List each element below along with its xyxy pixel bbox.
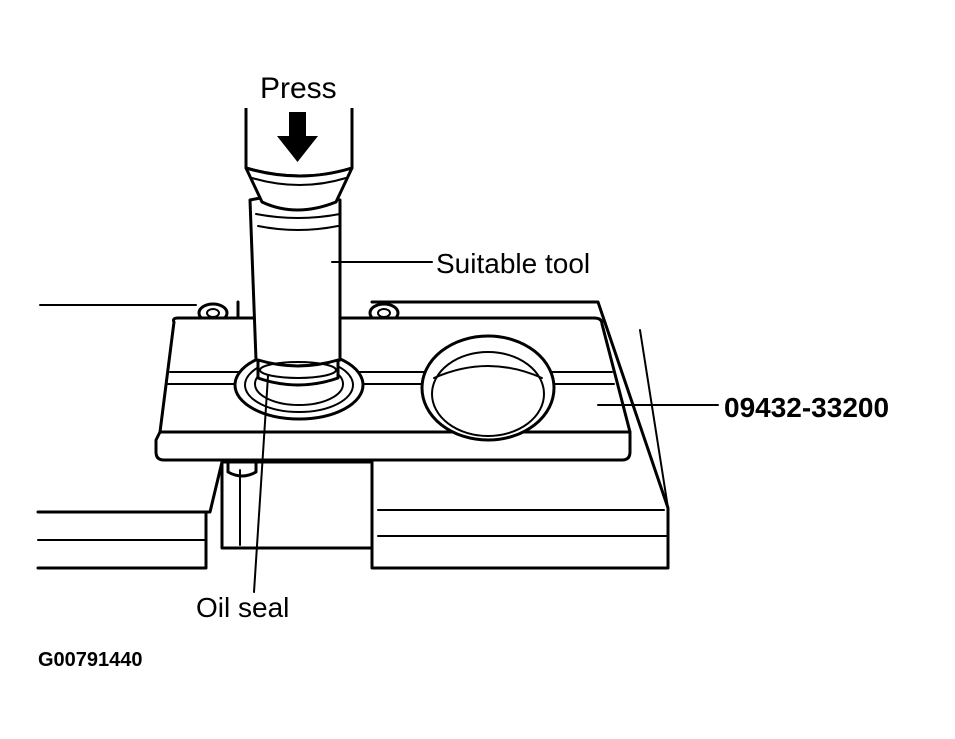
housing-block (36, 300, 670, 570)
press-label: Press (260, 72, 337, 105)
oil-seal-label: Oil seal (196, 592, 290, 623)
special-tool-number-label: 09432-33200 (724, 392, 890, 423)
arrow-down-icon (277, 112, 318, 162)
leader-lines (39, 261, 719, 593)
special-tool-plate (154, 316, 632, 462)
suitable-tool-drift (248, 193, 342, 387)
figure-code: G00791440 (38, 649, 143, 671)
suitable-tool-label: Suitable tool (436, 248, 591, 279)
leader-oil-seal (253, 375, 269, 593)
